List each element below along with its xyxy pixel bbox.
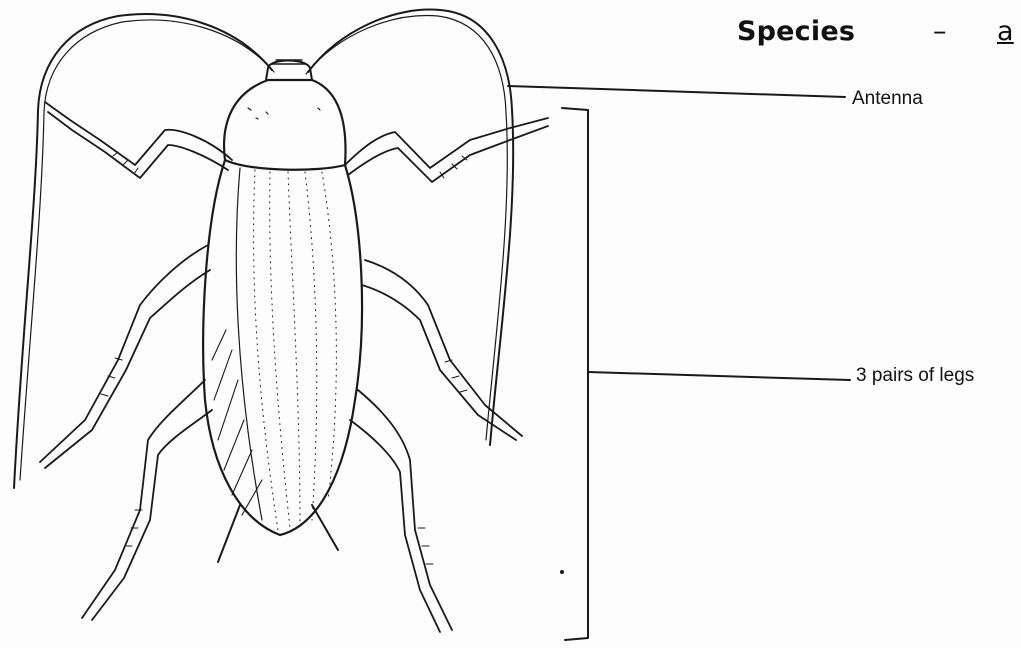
- antenna-leader-line: [508, 86, 845, 97]
- hind-legs: [82, 380, 452, 632]
- pronotum: [224, 80, 345, 170]
- antenna-label: Antenna: [852, 88, 923, 110]
- wings: [203, 160, 362, 535]
- legs-label: 3 pairs of legs: [856, 365, 974, 387]
- legs-leader-line: [588, 372, 850, 380]
- legs-bracket: [562, 108, 588, 640]
- middle-legs: [40, 245, 522, 468]
